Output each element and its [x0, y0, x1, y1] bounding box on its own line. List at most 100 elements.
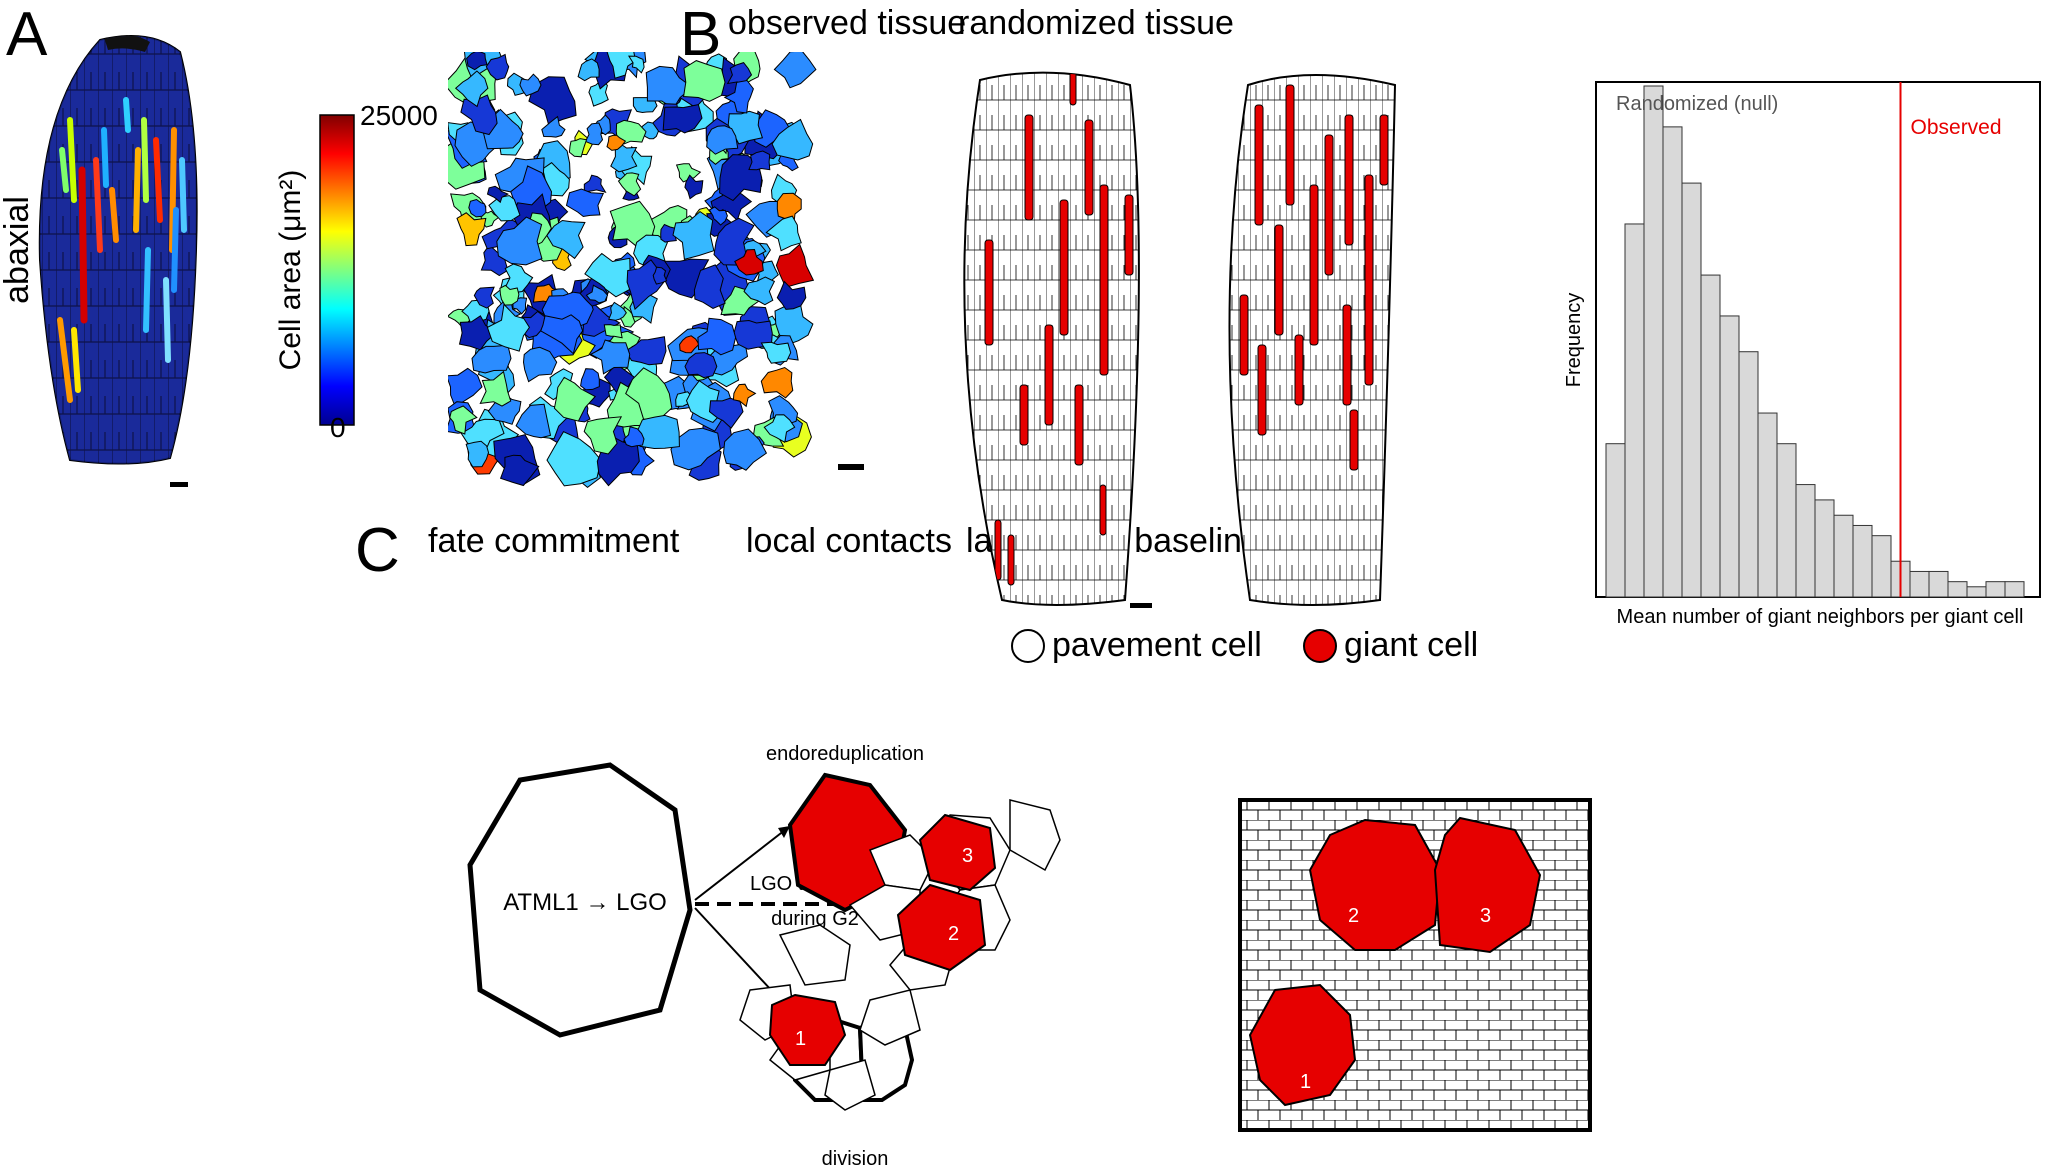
- pavement-cell-legend-label: pavement cell: [1052, 626, 1262, 664]
- tissue-cell: [585, 284, 609, 304]
- cell-number-1: 1: [795, 1028, 806, 1050]
- baseline-giant-cell-1: [1248, 983, 1357, 1107]
- tissue-cell: [480, 210, 500, 228]
- tissue-cell: [660, 223, 677, 243]
- histogram-bar: [1624, 223, 1645, 598]
- y-axis-label: Frequency: [1563, 293, 1585, 388]
- tissue-cell: [684, 352, 718, 379]
- tissue-cell: [487, 391, 522, 425]
- tissue-cell: [504, 263, 534, 294]
- tissue-cell: [732, 383, 757, 408]
- tissue-cell: [460, 94, 498, 136]
- tissue-cell: [627, 55, 645, 74]
- histogram-bar: [1757, 412, 1778, 598]
- tissue-cell: [580, 368, 600, 391]
- tissue-cell: [522, 346, 558, 383]
- tissue-cell: [773, 52, 817, 89]
- tissue-cell: [763, 414, 796, 444]
- tissue-cell: [488, 195, 521, 222]
- tissue-cell: [553, 376, 597, 422]
- tissue-cell: [662, 104, 703, 134]
- panel-c-diagram: ATML1 → LGO LGO threshold during G2 endo…: [467, 743, 1592, 1170]
- tissue-cell: [583, 416, 623, 455]
- tissue-cell: [743, 276, 776, 306]
- baseline-giant-cell-3: [1433, 816, 1542, 954]
- tissue-cell: [760, 341, 792, 364]
- panel-letter-c: C: [355, 516, 400, 585]
- tissue-cell: [693, 264, 726, 309]
- tissue-cell: [515, 403, 552, 439]
- histogram-bar: [2004, 581, 2025, 598]
- tissue-cell: [623, 426, 645, 448]
- colorbar-gradient: [319, 114, 355, 426]
- abaxial-leaf-figure: abaxial: [0, 35, 198, 487]
- histogram-bar: [1985, 581, 2006, 598]
- cell-number-3: 3: [962, 845, 973, 867]
- tissue-cell: [615, 119, 647, 145]
- observed-tissue-title: observed tissue: [728, 4, 967, 42]
- pavement-cell-legend-icon: [1011, 629, 1045, 663]
- tissue-cell: [670, 427, 721, 471]
- local-contacts-title: local contacts: [746, 522, 952, 560]
- tissue-cell: [486, 303, 530, 352]
- fate-commitment-title: fate commitment: [428, 522, 680, 560]
- tissue-cell: [485, 53, 510, 81]
- histogram-bar: [1814, 499, 1835, 598]
- tissue-cell: [603, 324, 623, 339]
- panel-letter-b: B: [680, 0, 722, 69]
- tissue-cell: [684, 174, 704, 200]
- tissue-cell: [774, 301, 814, 346]
- tissue-cell: [479, 370, 512, 407]
- histogram-bar: [1605, 443, 1626, 598]
- tissue-cell: [617, 172, 642, 197]
- tissue-cell: [468, 198, 487, 218]
- tissue-cell: [652, 266, 668, 285]
- tissue-cell: [528, 76, 577, 126]
- giant-cell-3: [918, 813, 997, 892]
- tissue-cell: [541, 115, 566, 138]
- tissue-cell: [608, 301, 627, 321]
- histogram-bar: [1662, 126, 1683, 598]
- observed-label: Observed: [1911, 116, 2002, 139]
- histogram-bar: [1700, 274, 1721, 598]
- colored-tissue-patch: [448, 52, 864, 489]
- tissue-cell: [584, 252, 631, 298]
- histogram-bar: [1909, 570, 1930, 598]
- atml1-lgo-label: ATML1 → LGO: [503, 889, 667, 916]
- histogram-bar: [1643, 85, 1664, 598]
- tissue-cell: [577, 58, 600, 82]
- tissue-cell: [486, 185, 510, 204]
- histogram-bar: [1928, 570, 1949, 598]
- null-label: Randomized (null): [1616, 93, 1778, 115]
- tissue-cell: [466, 52, 488, 71]
- baseline-number-2: 2: [1348, 905, 1359, 927]
- tissue-cell: [568, 138, 588, 158]
- colorbar: Cell area (μm²): [274, 114, 355, 426]
- cell-number-2: 2: [948, 923, 959, 945]
- threshold-label-line2: during G2: [771, 908, 859, 930]
- giant-cell-legend-icon: [1303, 629, 1337, 663]
- x-axis-label: Mean number of giant neighbors per giant…: [1617, 606, 2024, 628]
- tissue-cell: [471, 344, 512, 374]
- tissue-cell: [610, 142, 638, 173]
- tissue-cell: [519, 73, 542, 97]
- daughter-cell-right: [857, 1017, 915, 1102]
- histogram-bar: [1719, 315, 1740, 598]
- tissue-cell: [683, 60, 726, 102]
- tissue-cell: [458, 315, 498, 351]
- randomized-tissue-title: randomized tissue: [958, 4, 1234, 42]
- tissue-cell: [454, 70, 489, 108]
- progenitor-cell: [467, 762, 693, 1038]
- giant-cell-legend-label: giant cell: [1344, 626, 1479, 664]
- tissue-cell: [776, 280, 807, 310]
- panel-letter-a: A: [6, 0, 48, 69]
- tissue-cell: [734, 248, 764, 276]
- tissue-cell: [584, 122, 604, 146]
- tissue-cell: [771, 118, 814, 161]
- histogram-bar: [1795, 484, 1816, 598]
- histogram-bar: [1852, 524, 1873, 598]
- tissue-cell: [765, 215, 802, 252]
- tissue-cell: [723, 79, 754, 114]
- tissue-cell: [706, 125, 739, 155]
- tissue-cell: [606, 52, 637, 79]
